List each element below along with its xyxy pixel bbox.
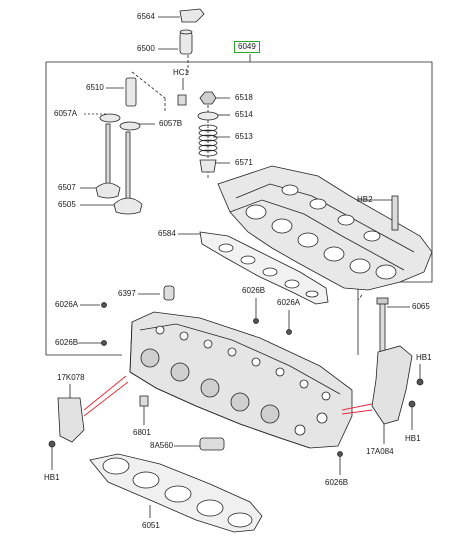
label-6507[interactable]: 6507 bbox=[58, 183, 76, 192]
label-6564[interactable]: 6564 bbox=[137, 12, 155, 21]
label-6057b[interactable]: 6057B bbox=[159, 119, 183, 128]
label-6500[interactable]: 6500 bbox=[137, 44, 155, 53]
label-6513[interactable]: 6513 bbox=[235, 132, 253, 141]
valve-spring bbox=[198, 124, 218, 157]
label-6057a[interactable]: 6057A bbox=[54, 109, 78, 118]
label-6026b-bottom[interactable]: 6026B bbox=[325, 478, 349, 487]
label-6026b-left[interactable]: 6026B bbox=[55, 338, 79, 347]
label-6571[interactable]: 6571 bbox=[235, 158, 253, 167]
label-6026b-top[interactable]: 6026B bbox=[242, 286, 266, 295]
label-6505[interactable]: 6505 bbox=[58, 200, 76, 209]
label-6518[interactable]: 6518 bbox=[235, 93, 253, 102]
intake-valve bbox=[113, 131, 143, 215]
label-6514[interactable]: 6514 bbox=[235, 110, 253, 119]
label-6026a-right[interactable]: 6026A bbox=[277, 298, 301, 307]
lash-adjuster bbox=[179, 31, 193, 55]
callout-lines bbox=[83, 375, 373, 417]
label-6051[interactable]: 6051 bbox=[142, 521, 160, 530]
plug-6801 bbox=[139, 395, 149, 407]
cam-carrier-gasket bbox=[199, 231, 329, 305]
bracket-17a084 bbox=[371, 345, 413, 425]
rocker-follower bbox=[179, 8, 205, 23]
label-17a084[interactable]: 17A084 bbox=[366, 447, 394, 456]
valve-seal-b bbox=[119, 121, 141, 131]
label-6049[interactable]: 6049 bbox=[234, 41, 260, 53]
spring-retainer bbox=[197, 111, 219, 121]
label-hb1-right-bottom[interactable]: HB1 bbox=[405, 434, 421, 443]
label-6584[interactable]: 6584 bbox=[158, 229, 176, 238]
spring-seat bbox=[199, 159, 217, 173]
label-hb1-left[interactable]: HB1 bbox=[44, 473, 60, 482]
valve-seal-a bbox=[99, 113, 121, 123]
label-6801[interactable]: 6801 bbox=[133, 428, 151, 437]
label-8a560[interactable]: 8A560 bbox=[150, 441, 174, 450]
clip-hc1 bbox=[177, 94, 187, 106]
label-6026a-left[interactable]: 6026A bbox=[55, 300, 79, 309]
cam-carrier bbox=[217, 165, 433, 291]
label-6397[interactable]: 6397 bbox=[118, 289, 136, 298]
valve-guide bbox=[125, 77, 137, 107]
assembly-outline bbox=[46, 61, 433, 355]
cylinder-head bbox=[101, 285, 389, 457]
label-6065[interactable]: 6065 bbox=[412, 302, 430, 311]
sensor-8a560 bbox=[199, 437, 225, 451]
dowel-pin bbox=[163, 285, 175, 301]
label-hb2[interactable]: HB2 bbox=[357, 195, 373, 204]
bracket-17k078 bbox=[57, 397, 85, 443]
head-gasket bbox=[89, 453, 263, 533]
label-hc1[interactable]: HC1 bbox=[173, 68, 190, 77]
label-6510[interactable]: 6510 bbox=[86, 83, 104, 92]
valve-keepers bbox=[199, 91, 217, 105]
label-hb1-right-top[interactable]: HB1 bbox=[416, 353, 432, 362]
exhaust-valve bbox=[95, 123, 121, 199]
label-17k078[interactable]: 17K078 bbox=[57, 373, 85, 382]
